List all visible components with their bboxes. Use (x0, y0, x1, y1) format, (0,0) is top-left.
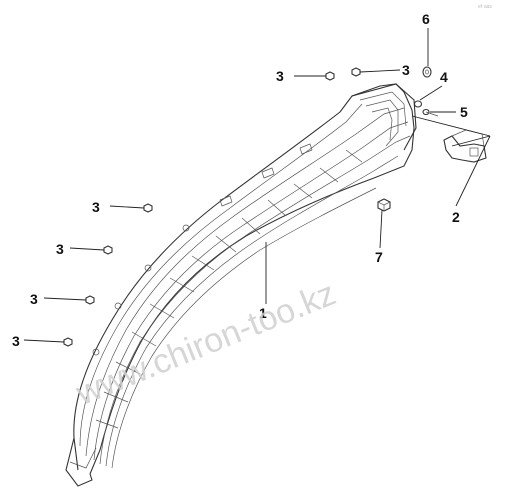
callout-3: 3 (56, 241, 64, 257)
callout-2: 2 (452, 209, 460, 225)
bolt-part (422, 108, 439, 117)
leader-lines (23, 28, 491, 343)
callout-3: 3 (402, 62, 410, 78)
washer-part (413, 100, 423, 108)
callout-3: 3 (30, 291, 38, 307)
callout-6: 6 (422, 11, 430, 27)
clip-part (63, 67, 361, 347)
callout-1: 1 (259, 305, 267, 321)
callout-4: 4 (440, 69, 448, 85)
corner-mark: ef·aas (478, 4, 492, 10)
clip-part-7 (377, 198, 391, 212)
nut-part (422, 66, 432, 78)
callout-7: 7 (375, 249, 383, 265)
callout-5: 5 (460, 104, 468, 120)
wheel-arch-liner (65, 83, 417, 487)
callout-3: 3 (276, 68, 284, 84)
callout-3: 3 (12, 333, 20, 349)
watermark: www.chiron-too.kz (70, 274, 341, 413)
callout-3: 3 (92, 199, 100, 215)
